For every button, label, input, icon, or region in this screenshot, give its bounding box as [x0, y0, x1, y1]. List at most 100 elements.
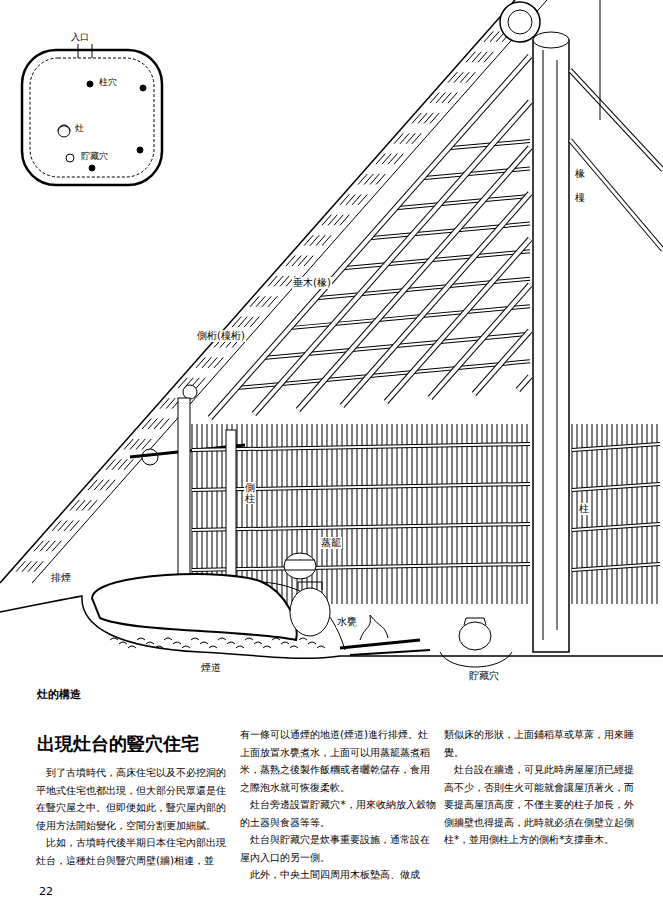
illustration-part: [298, 582, 322, 590]
illustration-stroke: [572, 524, 660, 530]
illustration-stroke: [386, 239, 530, 402]
illustration-stroke: [173, 642, 181, 644]
illustration-stroke: [430, 113, 439, 123]
illustration-stroke: [402, 424, 403, 604]
illustration-stroke: [308, 642, 316, 644]
illustration-stroke: [340, 215, 349, 225]
illustration-part: [285, 560, 315, 561]
illustration-part: [533, 40, 569, 652]
part-label: 貯藏穴: [80, 151, 109, 162]
illustration-stroke: [254, 642, 262, 644]
illustration-part: [557, 60, 558, 630]
illustration-part: [32, 0, 547, 583]
illustration-stroke: [332, 424, 333, 604]
illustration-part: [22, 50, 162, 185]
illustration-stroke: [52, 541, 61, 551]
illustration-stroke: [327, 424, 328, 604]
illustration-stroke: [412, 133, 421, 143]
illustration-stroke: [88, 500, 97, 510]
vertical-label: 側柱: [244, 482, 256, 504]
illustration-part: [58, 125, 70, 137]
illustration-stroke: [417, 424, 418, 604]
illustration-part: [600, 0, 601, 120]
body-paragraph: 灶台旁邊設置貯藏穴*，用來收納放入穀物的土器與食器等等。: [240, 796, 438, 831]
illustration-stroke: [316, 279, 530, 298]
text-column: 有一條可以通煙的地道(煙道)進行排煙。灶上面放置水甕煮水，上面可以用蒸籠蒸煮稻米…: [240, 726, 438, 884]
illustration-stroke: [407, 424, 408, 604]
illustration-part: [183, 385, 197, 399]
illustration-stroke: [437, 424, 438, 604]
illustration-stroke: [597, 424, 598, 604]
illustration-part: [340, 640, 420, 648]
illustration-stroke: [342, 193, 530, 406]
illustration-stroke: [322, 424, 323, 604]
illustration-stroke: [527, 424, 528, 604]
illustration-stroke: [192, 484, 530, 490]
illustration-stroke: [272, 424, 273, 604]
illustration-stroke: [382, 424, 383, 604]
illustration-stroke: [342, 424, 343, 604]
illustration-part: [284, 553, 316, 579]
illustration-stroke: [322, 235, 331, 245]
illustration-part: [87, 81, 93, 87]
illustration-stroke: [477, 424, 478, 604]
body-paragraph: 有一條可以通煙的地道(煙道)進行排煙。灶上面放置水甕煮水，上面可以用蒸籠蒸煮稻米…: [240, 726, 438, 796]
illustration-stroke: [484, 52, 493, 62]
illustration-part: [58, 126, 70, 131]
page-number: 22: [38, 885, 54, 898]
illustration-stroke: [192, 564, 530, 570]
illustration-part: [543, 50, 544, 640]
illustration-stroke: [70, 520, 79, 530]
illustration-stroke: [263, 646, 271, 648]
part-label: 檁: [574, 192, 586, 204]
illustration-stroke: [397, 424, 398, 604]
illustration-part: [360, 615, 388, 640]
illustration-stroke: [137, 638, 145, 640]
illustration-stroke: [518, 376, 530, 390]
illustration-stroke: [262, 424, 263, 604]
illustration-stroke: [376, 174, 385, 184]
illustration-stroke: [252, 424, 253, 604]
illustration-stroke: [430, 285, 530, 398]
illustration-part: [285, 570, 315, 571]
illustration-stroke: [106, 480, 115, 490]
illustration-stroke: [236, 646, 244, 648]
body-paragraph: 類似床的形狀，上面鋪稻草或草蓆，用來睡覺。: [444, 726, 642, 761]
illustration-part: [0, 0, 663, 667]
illustration-stroke: [267, 424, 268, 604]
illustration-stroke: [347, 424, 348, 604]
illustration-part: [508, 10, 532, 34]
illustration-part: [210, 56, 530, 418]
illustration-stroke: [487, 424, 488, 604]
illustration-part: [440, 652, 512, 667]
illustration-stroke: [430, 285, 530, 398]
illustration-part: [192, 424, 660, 604]
illustration-stroke: [377, 424, 378, 604]
illustration-stroke: [432, 424, 433, 604]
illustration-stroke: [282, 424, 283, 604]
illustration-part: [500, 2, 540, 42]
illustration-stroke: [572, 524, 660, 530]
part-label: 水甕: [336, 616, 358, 628]
illustration-stroke: [395, 196, 530, 208]
illustration-stroke: [572, 444, 660, 450]
illustration-stroke: [512, 424, 513, 604]
illustration-stroke: [386, 239, 530, 402]
illustration-stroke: [192, 444, 530, 450]
part-label: 側桁(檁桁): [196, 330, 246, 342]
illustration-stroke: [442, 424, 443, 604]
illustration-stroke: [298, 148, 530, 410]
body-paragraph: 到了古墳時代，高床住宅以及不必挖洞的平地式住宅也都出現，但大部分民眾還是住在豎穴…: [36, 764, 234, 834]
illustration-stroke: [422, 424, 423, 604]
illustration-part: [459, 622, 491, 650]
illustration-stroke: [387, 424, 388, 604]
illustration-stroke: [502, 424, 503, 604]
illustration-stroke: [227, 642, 235, 644]
illustration-stroke: [372, 424, 373, 604]
illustration-stroke: [245, 638, 253, 640]
illustration-stroke: [128, 646, 136, 648]
illustration-stroke: [337, 424, 338, 604]
illustration-stroke: [572, 484, 660, 490]
illustration-stroke: [192, 484, 530, 490]
illustration-part: [350, 650, 430, 655]
